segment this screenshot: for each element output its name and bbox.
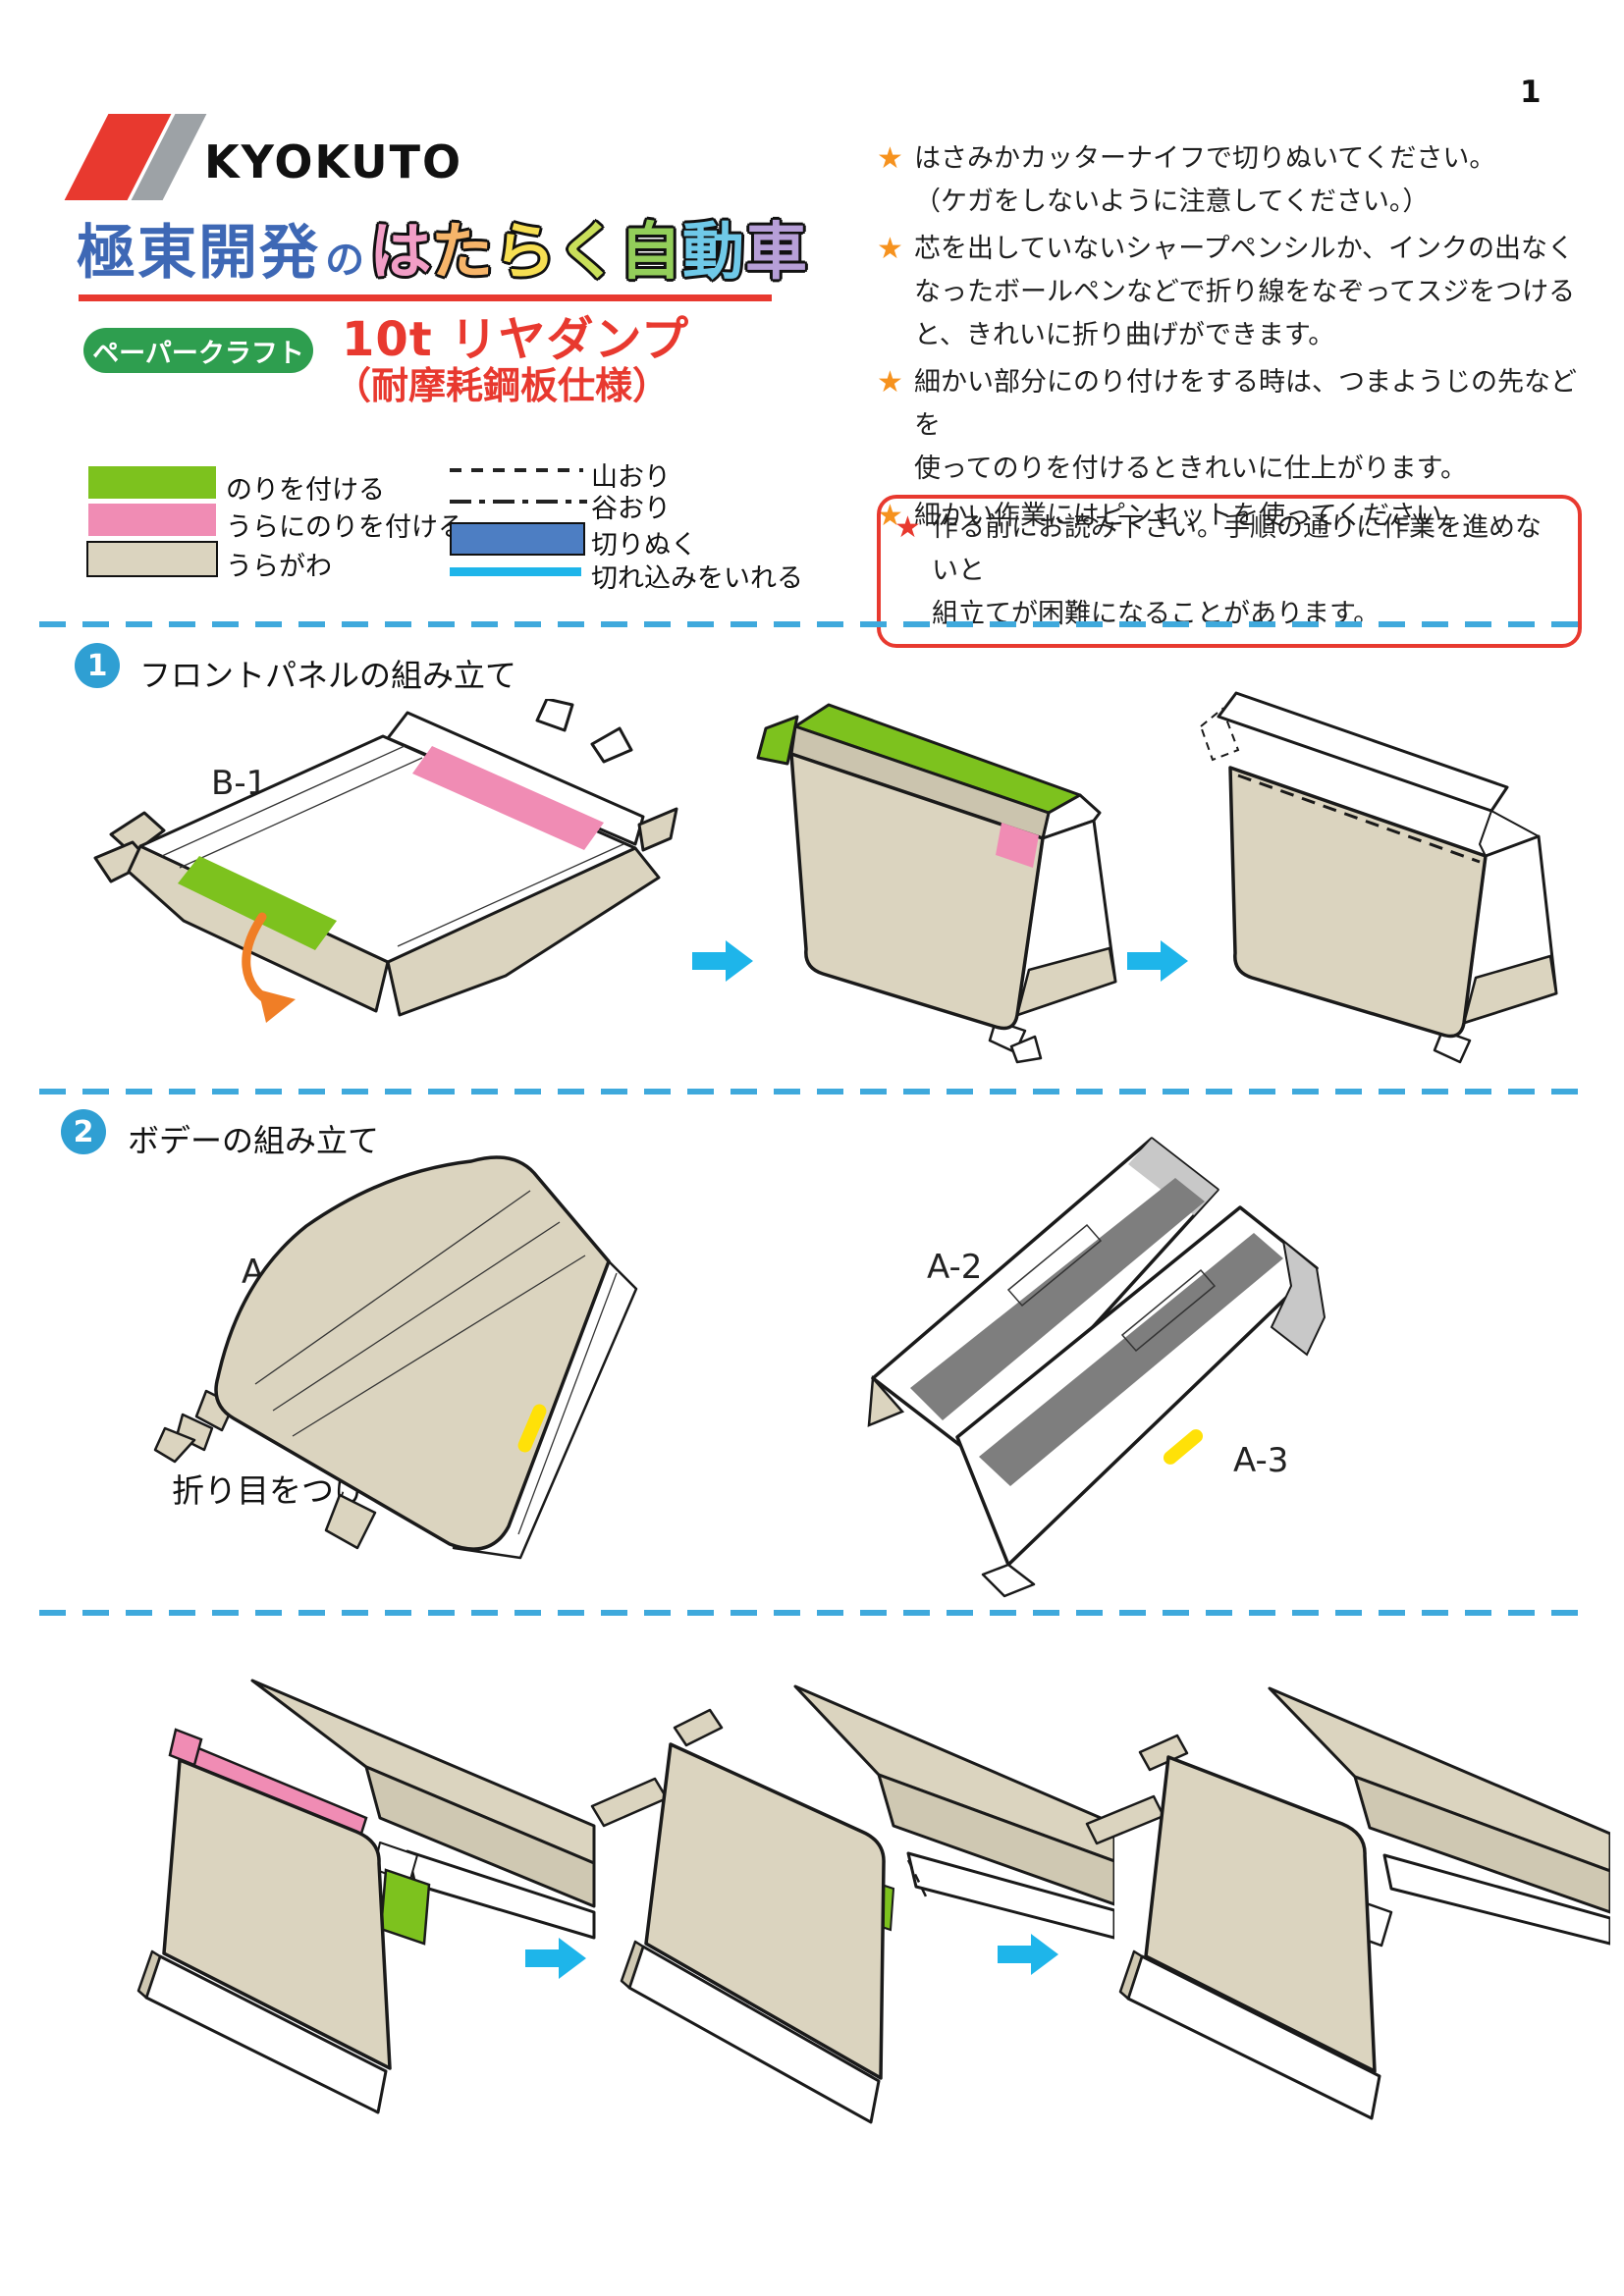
section-divider bbox=[39, 621, 1585, 627]
section-divider bbox=[39, 1610, 1585, 1616]
step-1-circle: 1 bbox=[75, 643, 120, 688]
fold-arrow-head-icon bbox=[258, 989, 296, 1023]
diagram-front-panel-flat bbox=[93, 699, 678, 1023]
diagram-attach-front-panel-1 bbox=[136, 1679, 596, 2114]
brand-title-blue: 極東開発 bbox=[77, 219, 320, 288]
note-item: ★ 細かい部分にのり付けをする時は、つまようじの先などを 使ってのりを付けるとき… bbox=[877, 361, 1590, 491]
legend-line-mountain-fold bbox=[450, 468, 583, 472]
glue-front-area bbox=[379, 1868, 431, 1946]
title-underline bbox=[79, 294, 772, 301]
legend-label-slit: 切れ込みをいれる bbox=[591, 563, 803, 594]
legend-label-backside: うらがわ bbox=[226, 552, 332, 582]
part-label-a2: A-2 bbox=[927, 1248, 983, 1287]
legend-label-mountain-fold: 山おり bbox=[591, 462, 671, 493]
note-item: ★ はさみかカッターナイフで切りぬいてください。 （ケガをしないように注意してく… bbox=[877, 137, 1590, 224]
glue-back-area bbox=[412, 746, 604, 850]
star-icon: ★ bbox=[877, 232, 903, 266]
note-text: はさみかカッターナイフで切りぬいてください。 （ケガをしないように注意してくださ… bbox=[914, 143, 1496, 217]
brand-title: 極東開発 の はたらく自動車 bbox=[77, 202, 808, 292]
diagram-body-a2-a3 bbox=[867, 1137, 1326, 1598]
note-text: 細かい作業にはピンセットを使ってください。 bbox=[914, 501, 1469, 531]
product-spec: （耐摩耗鋼板仕様） bbox=[334, 364, 671, 407]
diagram-front-panel-folding bbox=[756, 703, 1117, 1064]
arrow-right-icon bbox=[1127, 940, 1188, 982]
legend-swatch-cut-out bbox=[450, 522, 585, 556]
star-icon: ★ bbox=[877, 365, 903, 400]
note-item: ★ 芯を出していないシャープペンシルか、インクの出なく なったボールペンなどで折… bbox=[877, 228, 1590, 357]
arrow-right-icon bbox=[998, 1934, 1058, 1975]
brand-char: ら bbox=[493, 216, 557, 288]
legend-line-valley-fold bbox=[450, 500, 587, 504]
brand-char: は bbox=[369, 216, 431, 288]
highlight-mark bbox=[1163, 1429, 1204, 1465]
warning-star-icon: ★ bbox=[894, 510, 921, 545]
arrow-right-icon bbox=[692, 940, 753, 982]
step-2-circle: 2 bbox=[61, 1109, 106, 1154]
legend-line-slit bbox=[450, 567, 581, 576]
legend-label-valley-fold: 谷おり bbox=[591, 494, 671, 524]
legend-label-glue-front: のりを付ける bbox=[226, 475, 385, 506]
papercraft-badge: ペーパークラフト bbox=[83, 328, 313, 373]
note-text: 細かい部分にのり付けをする時は、つまようじの先などを 使ってのりを付けるときれい… bbox=[914, 367, 1577, 484]
brand-char: く bbox=[556, 216, 620, 288]
brand-char: た bbox=[430, 216, 494, 288]
brand-char: 自 bbox=[619, 216, 682, 288]
step-2-number: 2 bbox=[73, 1114, 94, 1149]
diagram-front-panel-done bbox=[1199, 691, 1558, 1064]
legend-swatch-glue-front bbox=[88, 466, 216, 499]
star-icon: ★ bbox=[877, 141, 903, 176]
note-text: 芯を出していないシャープペンシルか、インクの出なく なったボールペンなどで折り線… bbox=[914, 234, 1576, 350]
brand-char: 動 bbox=[681, 216, 745, 288]
section-1-title: フロントパネルの組み立て bbox=[139, 657, 517, 694]
diagram-attach-front-panel-2 bbox=[590, 1684, 1114, 2124]
legend-label-cut-out: 切りぬく bbox=[591, 530, 697, 561]
diagram-body-a1 bbox=[153, 1155, 638, 1560]
legend-swatch-glue-back bbox=[88, 504, 216, 536]
legend-label-glue-back: うらにのりを付ける bbox=[226, 512, 464, 543]
product-name: 10t リヤダンプ bbox=[342, 312, 690, 367]
glue-front-area bbox=[178, 856, 337, 950]
part-label-a3: A-3 bbox=[1233, 1441, 1289, 1480]
step-1-number: 1 bbox=[86, 648, 108, 683]
legend-swatch-backside bbox=[86, 541, 218, 577]
diagram-attach-front-panel-3 bbox=[1085, 1686, 1610, 2120]
notes-list: ★ はさみかカッターナイフで切りぬいてください。 （ケガをしないように注意してく… bbox=[877, 137, 1590, 542]
section-2-title: ボデーの組み立て bbox=[128, 1122, 380, 1159]
brand-title-particle: の bbox=[325, 238, 365, 283]
section-divider bbox=[39, 1089, 1585, 1095]
note-item: ★ 細かい作業にはピンセットを使ってください。 bbox=[877, 495, 1590, 538]
logo-wordmark: KYOKUTO bbox=[204, 135, 463, 188]
page-number: 1 bbox=[1520, 75, 1542, 110]
glue-back-spot bbox=[996, 823, 1039, 868]
warning-text: 作る前にお読み下さい。手順の通りに作業を進めないと 組立てが困難になることがあり… bbox=[932, 512, 1542, 629]
brand-char: 車 bbox=[744, 216, 808, 288]
arrow-right-icon bbox=[525, 1938, 586, 1979]
highlight-mark bbox=[517, 1404, 547, 1453]
